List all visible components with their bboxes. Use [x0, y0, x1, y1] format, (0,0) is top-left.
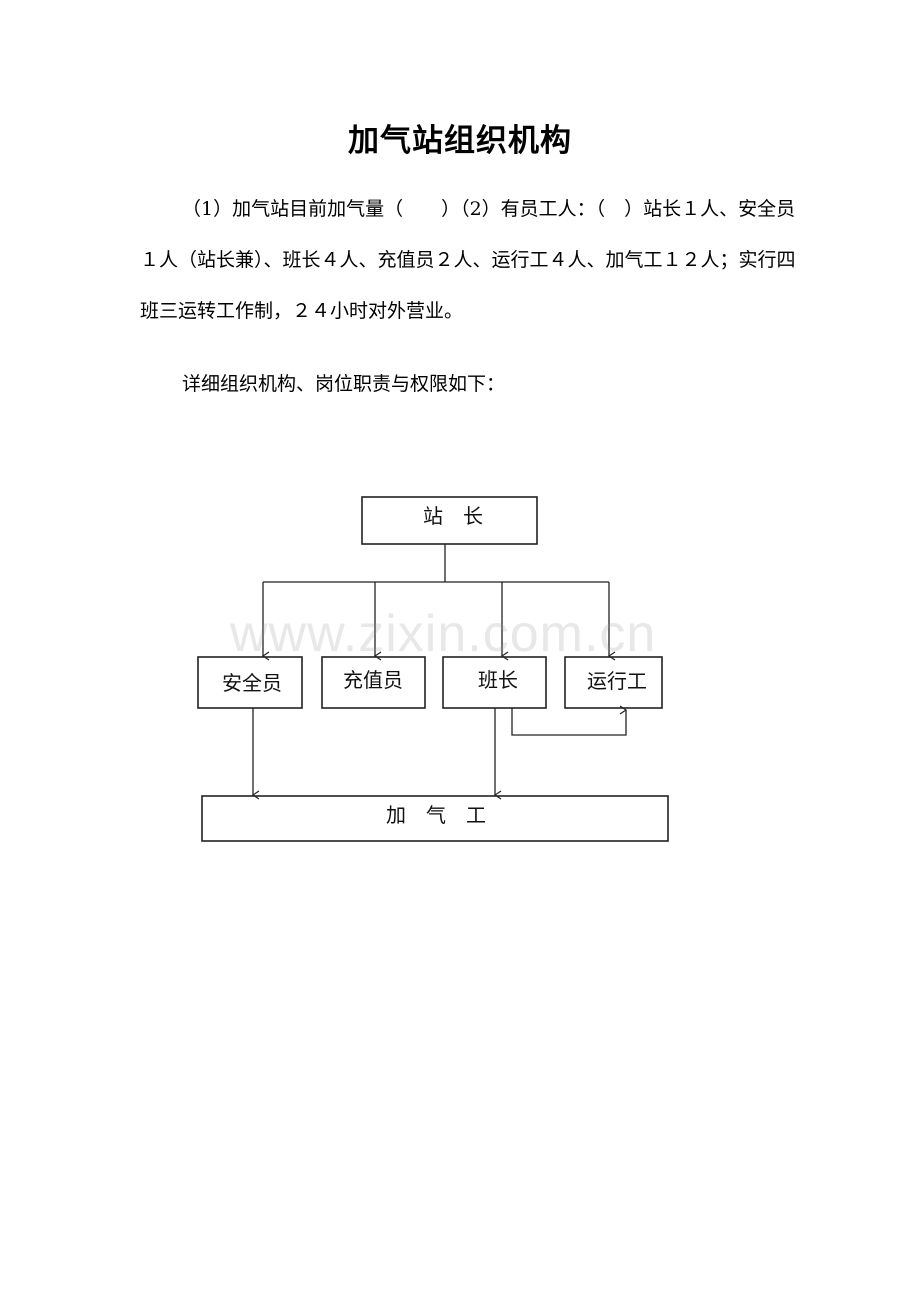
safety-officer-box — [197, 656, 303, 709]
shift-leader-label: 班长 — [478, 668, 518, 692]
refueler-label: 加 气 工 — [386, 803, 486, 827]
intro-paragraph: （1）加气站目前加气量（ ）（2）有员工人：（ ）站长１人、安全员１人（站长兼）… — [140, 198, 796, 322]
recharge-clerk-label: 充值员 — [343, 668, 403, 692]
safety-officer-label: 安全员 — [222, 671, 282, 695]
station-master-box — [361, 496, 538, 545]
recharge-clerk-box — [321, 656, 426, 709]
operator-label: 运行工 — [587, 669, 647, 693]
detail-intro-paragraph: 详细组织机构、岗位职责与权限如下： — [182, 373, 506, 395]
refueler-box — [201, 795, 669, 842]
station-master-label: 站 长 — [423, 504, 483, 528]
arrow-shift-to-operator — [511, 708, 626, 736]
document-title: 加气站组织机构 — [348, 123, 572, 159]
